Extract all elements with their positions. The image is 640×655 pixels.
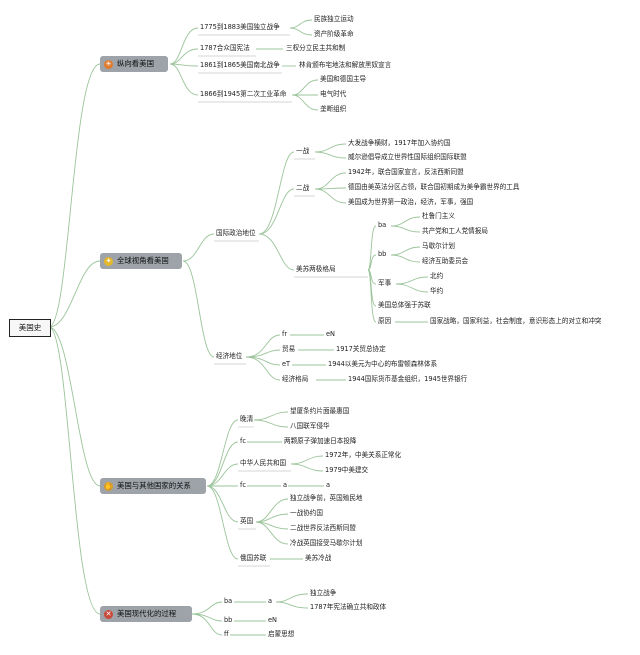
node-a[interactable]: a xyxy=(283,481,288,489)
leaf[interactable]: 独立战争前，英国殖民地 xyxy=(290,494,363,502)
branch-vertical-view[interactable]: ☀ 纵向看美国 xyxy=(100,56,168,72)
leaf[interactable]: 1942年，联合国家宣言，反法西斯同盟 xyxy=(348,168,464,176)
root-node[interactable]: 美国史 xyxy=(9,319,51,337)
leaf[interactable]: 垄断组织 xyxy=(320,105,347,113)
node-industrial-revolution[interactable]: 1866到1945第二次工业革命 xyxy=(200,90,287,98)
leaf[interactable]: 1944以美元为中心的布雷顿森林体系 xyxy=(328,360,438,368)
leaf[interactable]: 二战世界反法西斯同盟 xyxy=(290,524,356,532)
node-bb[interactable]: bb xyxy=(378,250,387,258)
leaf[interactable]: 威尔逊倡导成立世界性国际组织国际联盟 xyxy=(348,153,467,161)
leaf[interactable]: 大发战争横财，1917年加入协约国 xyxy=(348,139,451,147)
node-a[interactable]: a xyxy=(268,597,273,605)
leaf[interactable]: 美国总体强于苏联 xyxy=(378,301,431,309)
node-prc[interactable]: 中华人民共和国 xyxy=(240,459,287,467)
leaf[interactable]: 启蒙思想 xyxy=(268,630,295,638)
branch-relations[interactable]: ✋ 美国与其他国家的关系 xyxy=(100,478,206,494)
leaf[interactable]: eN xyxy=(326,330,335,338)
leaf[interactable]: 美国成为世界第一政治，经济，军事，强国 xyxy=(348,198,474,206)
node-late-qing[interactable]: 晚清 xyxy=(240,415,254,423)
branch-label: 美国现代化的过程 xyxy=(117,609,177,618)
leaf[interactable]: 望厦条约片面最惠国 xyxy=(290,407,350,415)
leaf[interactable]: 国家战略，国家利益，社会制度，意识形态上的对立和冲突 xyxy=(430,317,602,325)
node-trade[interactable]: 贸易 xyxy=(282,345,296,353)
leaf[interactable]: 德国由美英法分区占领，联合国初期成为美争霸世界的工具 xyxy=(348,183,520,191)
leaf[interactable]: 1917关贸总协定 xyxy=(336,345,386,353)
leaf[interactable]: 三权分立民主共和制 xyxy=(286,44,346,52)
leaf[interactable]: 林肯颁布宅地法和解放黑奴宣言 xyxy=(299,61,392,69)
node-ba[interactable]: ba xyxy=(378,221,387,229)
node-economic-status[interactable]: 经济地位 xyxy=(216,352,243,360)
node-fr[interactable]: fr xyxy=(282,330,288,338)
node-eT[interactable]: eT xyxy=(282,360,291,368)
lightbulb-icon: ✦ xyxy=(104,256,113,266)
node-russia-ussr[interactable]: 俄国苏联 xyxy=(240,554,267,562)
leaf[interactable]: 马歇尔计划 xyxy=(422,242,455,250)
node-britain[interactable]: 英国 xyxy=(240,517,254,525)
branch-global-view[interactable]: ✦ 全球视角看美国 xyxy=(100,253,182,269)
leaf[interactable]: 冷战英国接受马歇尔计划 xyxy=(290,539,363,547)
leaf[interactable]: 美国和德国主导 xyxy=(320,75,367,83)
node-ba[interactable]: ba xyxy=(224,597,233,605)
leaf[interactable]: 1787年宪法确立共和政体 xyxy=(310,603,387,611)
leaf[interactable]: 两颗原子弹加速日本投降 xyxy=(284,437,357,445)
node-bipolar[interactable]: 美苏两极格局 xyxy=(296,265,336,273)
node-fc-2[interactable]: fc xyxy=(240,481,246,489)
leaf[interactable]: 经济互助委员会 xyxy=(422,257,469,265)
node-economic-pattern[interactable]: 经济格局 xyxy=(282,375,309,383)
leaf[interactable]: 一战协约国 xyxy=(290,509,323,517)
leaf[interactable]: 1979中美建交 xyxy=(325,466,369,474)
leaf[interactable]: 美苏冷战 xyxy=(305,554,332,562)
leaf[interactable]: 杜鲁门主义 xyxy=(422,212,455,220)
node-independence-war[interactable]: 1775到1883美国独立战争 xyxy=(200,23,280,31)
tools-icon: ✕ xyxy=(104,609,113,619)
node-reason[interactable]: 原因 xyxy=(378,317,392,325)
node-political-status[interactable]: 国际政治地位 xyxy=(216,229,256,237)
sun-icon: ☀ xyxy=(104,59,113,69)
node-ww2[interactable]: 二战 xyxy=(296,184,310,192)
leaf[interactable]: 八国联军侵华 xyxy=(290,422,330,430)
branch-label: 美国与其他国家的关系 xyxy=(117,481,191,490)
node-fc[interactable]: fc xyxy=(240,437,246,445)
node-civil-war[interactable]: 1861到1865美国南北战争 xyxy=(200,61,280,69)
leaf[interactable]: 电气时代 xyxy=(320,90,347,98)
leaf[interactable]: 民族独立运动 xyxy=(314,15,354,23)
branch-label: 全球视角看美国 xyxy=(117,256,169,265)
handshake-icon: ✋ xyxy=(104,481,113,491)
leaf[interactable]: eN xyxy=(268,616,277,624)
leaf[interactable]: 资产阶级革命 xyxy=(314,30,354,38)
leaf[interactable]: 1972年，中美关系正常化 xyxy=(325,451,402,459)
node-constitution[interactable]: 1787合众国宪法 xyxy=(200,44,250,52)
node-ww1[interactable]: 一战 xyxy=(296,147,310,155)
branch-modernization[interactable]: ✕ 美国现代化的过程 xyxy=(100,606,192,622)
leaf[interactable]: 1944国际货币基金组织，1945世界银行 xyxy=(348,375,468,383)
branch-label: 纵向看美国 xyxy=(117,59,154,68)
node-military[interactable]: 军事 xyxy=(378,279,392,287)
leaf[interactable]: 北约 xyxy=(430,272,444,280)
node-bb[interactable]: bb xyxy=(224,616,233,624)
leaf[interactable]: a xyxy=(326,481,331,489)
node-ff[interactable]: ff xyxy=(224,630,229,638)
leaf[interactable]: 华约 xyxy=(430,287,444,295)
leaf[interactable]: 独立战争 xyxy=(310,589,337,597)
leaf[interactable]: 共产党和工人党情报局 xyxy=(422,227,488,235)
